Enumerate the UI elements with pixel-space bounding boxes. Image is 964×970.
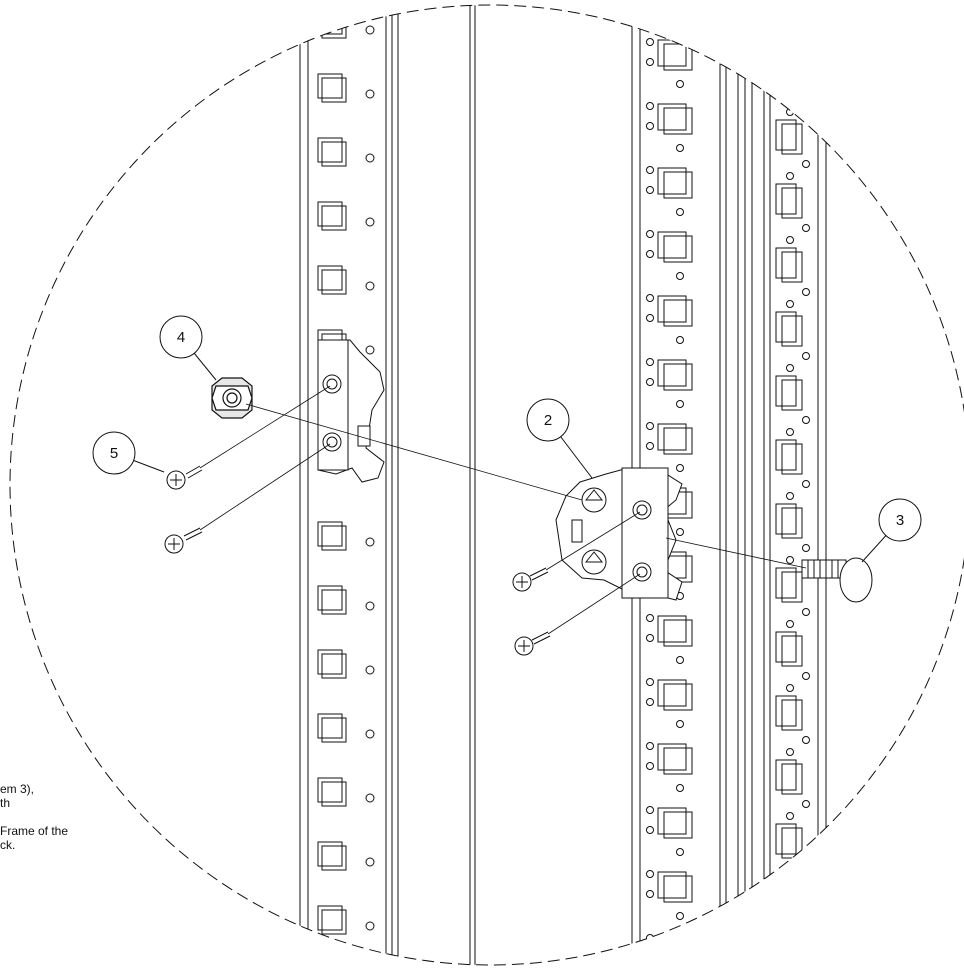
callout-5: 5 bbox=[92, 431, 165, 475]
right-vertical-rail bbox=[763, 5, 819, 965]
note-text-line-3: Frame of the bbox=[0, 824, 69, 838]
thumb-screw-item-3 bbox=[801, 557, 873, 603]
cabinet-frame-lines bbox=[391, 5, 827, 965]
screw-item-5 bbox=[166, 465, 203, 490]
screw-center-upper bbox=[512, 567, 549, 592]
bracket-item-2 bbox=[555, 467, 683, 601]
detail-view-circle bbox=[9, 4, 964, 966]
screw-center-lower bbox=[514, 631, 551, 656]
screw-lower-left bbox=[164, 527, 203, 554]
hex-nut-item-4 bbox=[211, 377, 253, 419]
callout-label: 5 bbox=[110, 445, 118, 462]
assembly-guide-lines bbox=[199, 385, 807, 635]
callout-label: 3 bbox=[896, 512, 904, 529]
callout-4: 4 bbox=[159, 315, 217, 381]
callout-3: 3 bbox=[861, 498, 922, 563]
note-text-line-2: th bbox=[0, 796, 11, 810]
callout-label: 2 bbox=[544, 412, 552, 429]
left-vertical-rail bbox=[299, 5, 387, 965]
note-text-line-4: ck. bbox=[0, 838, 16, 852]
callout-label: 4 bbox=[177, 329, 185, 346]
note-text-line-1: em 3), bbox=[0, 782, 35, 796]
left-cage-bracket bbox=[317, 339, 385, 483]
callout-2: 2 bbox=[526, 398, 593, 479]
